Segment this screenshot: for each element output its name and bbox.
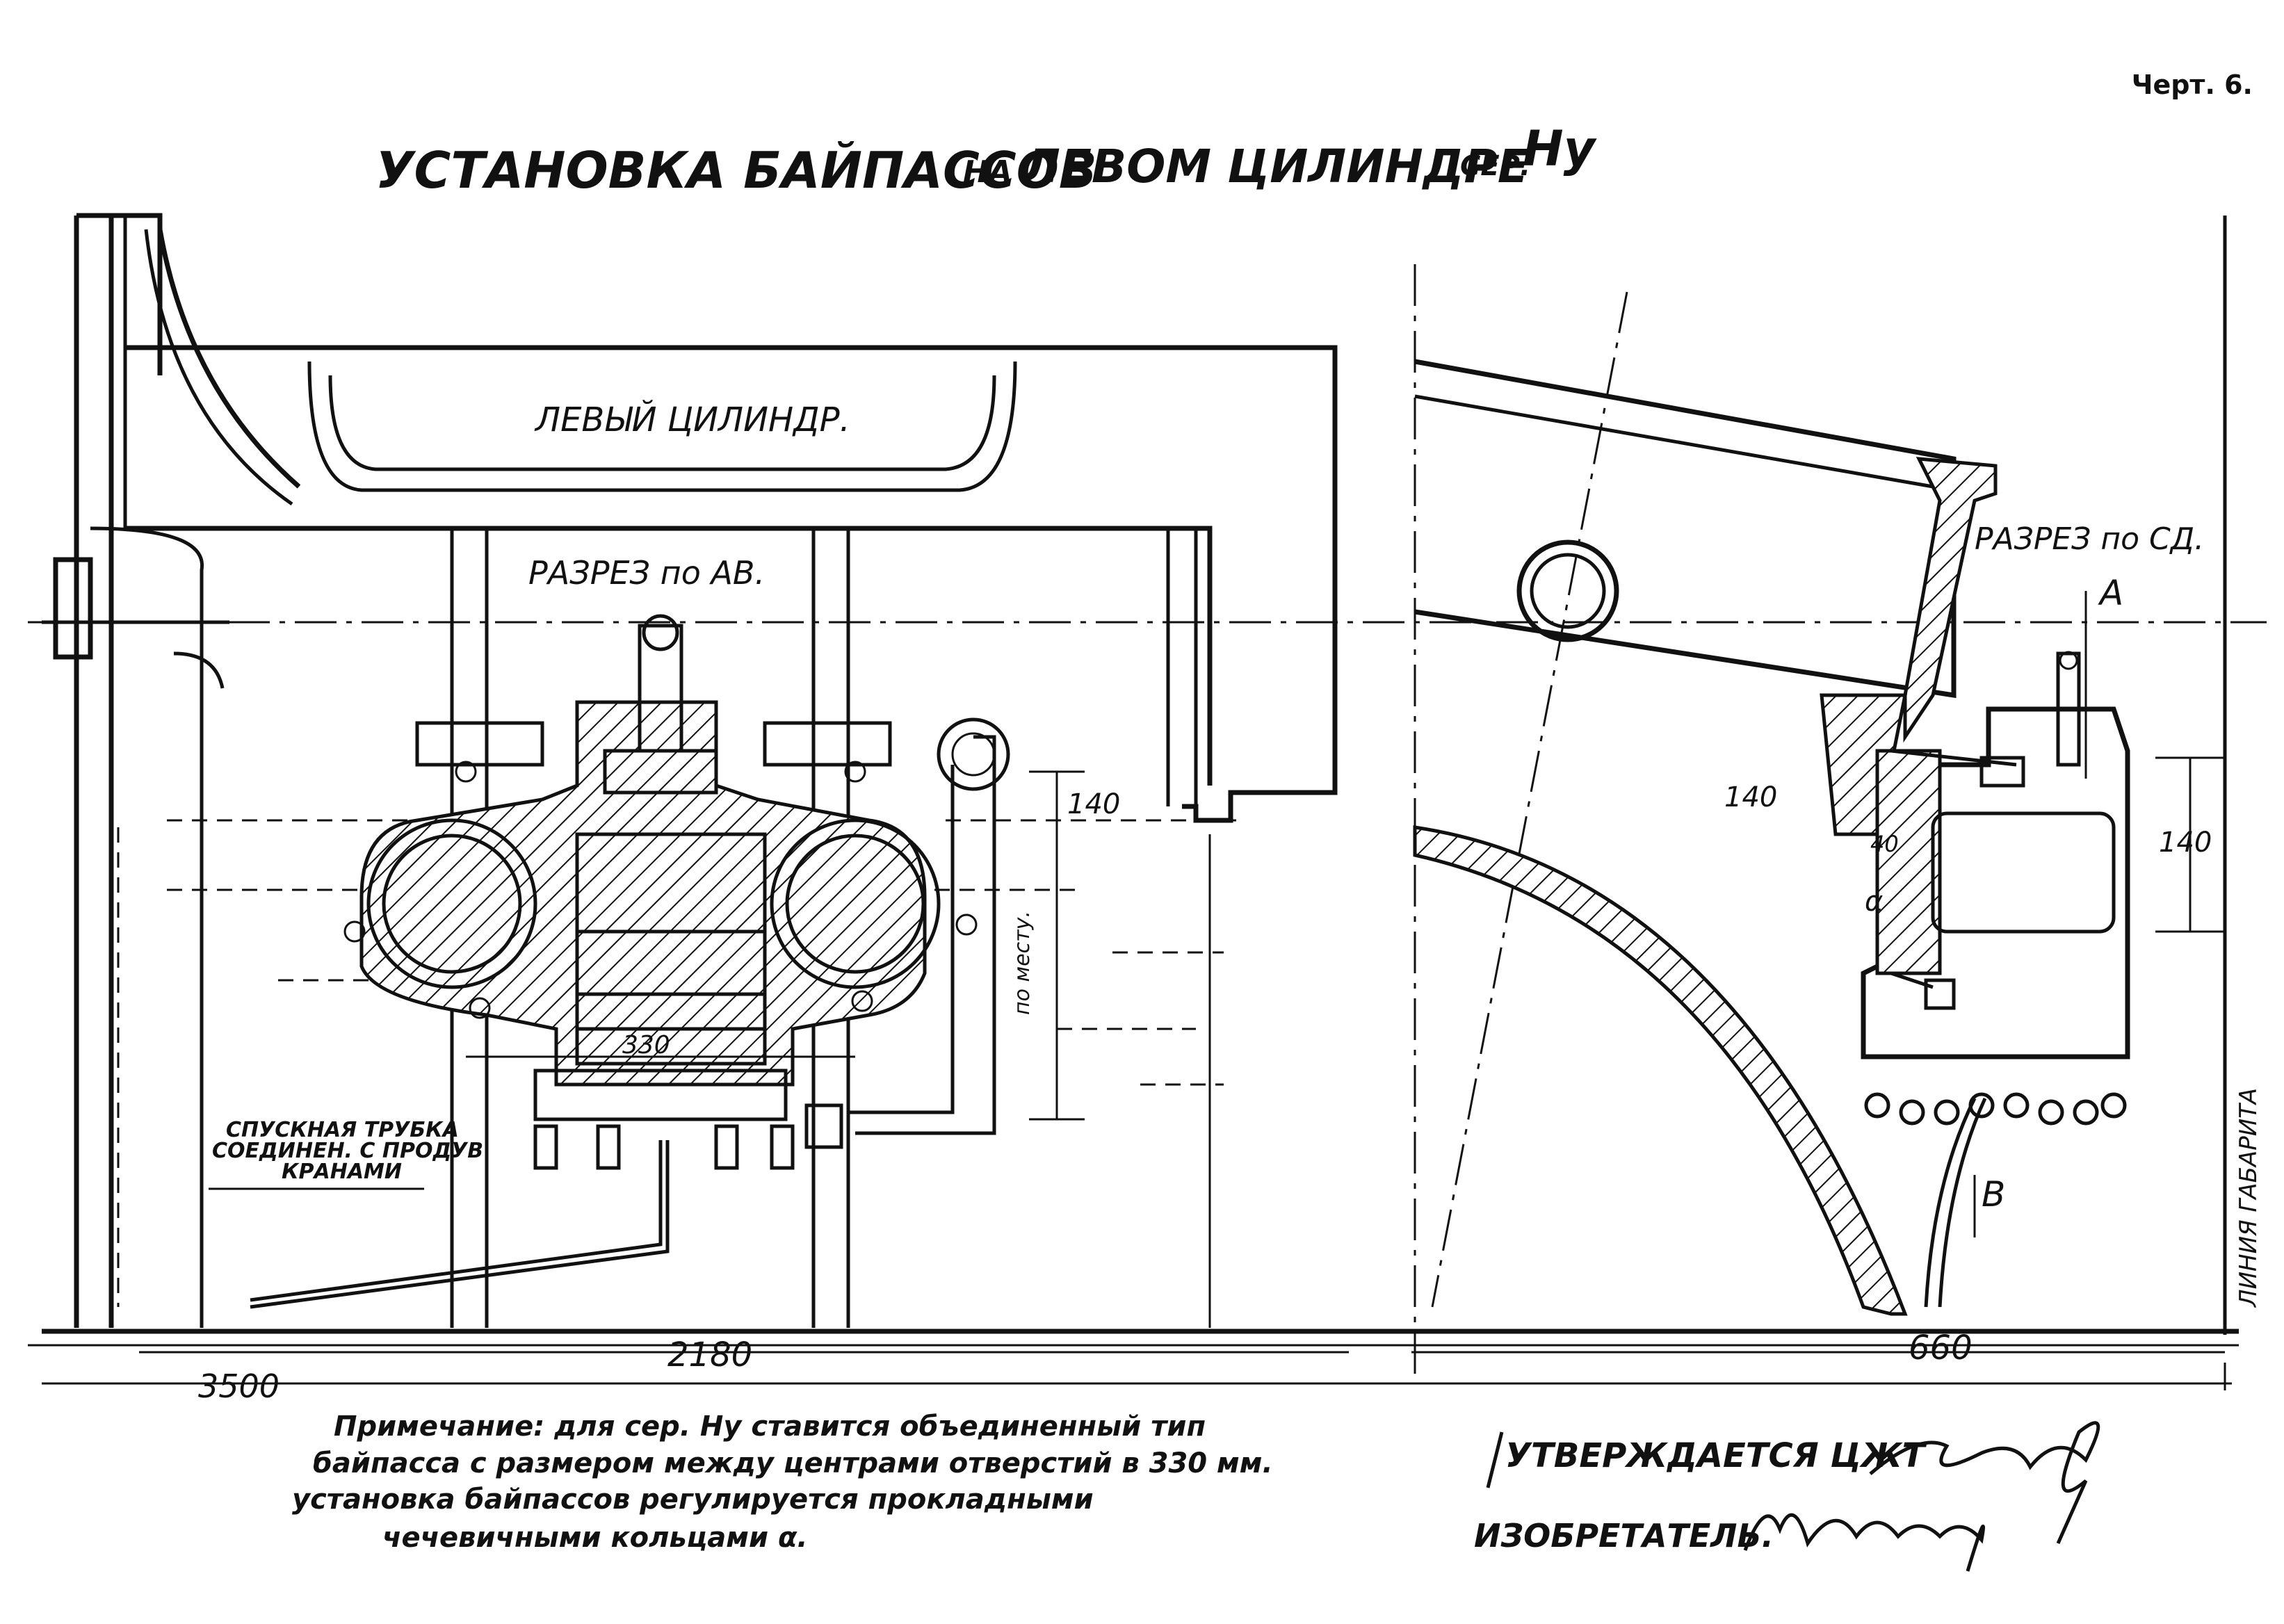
note-line-1: Примечание: для сер. Ну ставится объедин… [334, 1411, 1206, 1443]
left-cylinder-label: ЛЕВЫЙ ЦИЛИНДР. [534, 400, 850, 439]
drawing-title: УСТАНОВКА БАЙПАССОВ НА ЛЕВОМ ЦИЛИНДРЕ СЕ… [375, 120, 1598, 200]
point-alpha-label: α [1865, 886, 1883, 918]
approved-label: УТВЕРЖДАЕТСЯ ЦЖТ [1505, 1436, 1927, 1475]
base-dimensions: 2180 660 3500 [28, 1329, 2239, 1405]
note-block: Примечание: для сер. Ну ставится объедин… [292, 1411, 1273, 1554]
note-line-2: байпасса с размером между центрами отвер… [313, 1447, 1273, 1479]
svg-text:СОЕДИНЕН. С ПРОДУВ: СОЕДИНЕН. С ПРОДУВ [212, 1139, 483, 1163]
by-place-label: по месту. [1010, 911, 1035, 1015]
section-cd-label: РАЗРЕЗ по СД. [1975, 521, 2204, 557]
title-series: Ну [1523, 120, 1598, 177]
title-part-2: ЛЕВОМ ЦИЛИНДРЕ [1021, 140, 1529, 193]
dim-140-right-b: 140 [2159, 827, 2212, 859]
right-view: РАЗРЕЗ по СД. А В 140 140 40 α ЛИНИЯ ГАБ… [1413, 216, 2262, 1335]
dim-660: 660 [1909, 1329, 1973, 1367]
point-a-label: А [2098, 573, 2123, 613]
dim-2180: 2180 [667, 1335, 752, 1374]
note-line-3: установка байпассов регулируется проклад… [292, 1484, 1094, 1516]
sheet-number: Черт. 6. [2132, 70, 2253, 100]
drain-tube-label: СПУСКНАЯ ТРУБКА СОЕДИНЕН. С ПРОДУВ КРАНА… [212, 1118, 483, 1184]
svg-text:КРАНАМИ: КРАНАМИ [282, 1160, 402, 1184]
section-ab-label: РАЗРЕЗ по АВ. [528, 554, 765, 592]
bypass-assembly-front [250, 614, 1010, 1309]
bypass-assembly-side [1861, 651, 2130, 1308]
left-view: ЛЕВЫЙ ЦИЛИНДР. РАЗРЕЗ по АВ. [28, 213, 2267, 1328]
signature-inventor [1743, 1513, 1985, 1572]
gauge-line-label: ЛИНИЯ ГАБАРИТА [2235, 1088, 2262, 1308]
note-line-4: чечевичными кольцами α. [382, 1522, 808, 1554]
dim-140-left: 140 [1067, 788, 1120, 820]
title-ser: СЕР. [1460, 150, 1530, 182]
inventor-label: ИЗОБРЕТАТЕЛЬ. [1474, 1517, 1774, 1554]
approval-block: УТВЕРЖДАЕТСЯ ЦЖТ ИЗОБРЕТАТЕЛЬ. [1474, 1431, 1927, 1554]
signature-approver [1869, 1421, 2100, 1545]
dim-3500: 3500 [198, 1367, 280, 1405]
dim-140-right-a: 140 [1724, 781, 1777, 813]
dim-40: 40 [1870, 831, 1899, 857]
title-na: НА [963, 154, 1012, 190]
title-part-1: УСТАНОВКА БАЙПАССОВ [375, 141, 1097, 200]
point-b-label: В [1982, 1174, 2005, 1215]
svg-text:СПУСКНАЯ ТРУБКА: СПУСКНАЯ ТРУБКА [226, 1118, 459, 1142]
dim-330: 330 [622, 1031, 670, 1059]
